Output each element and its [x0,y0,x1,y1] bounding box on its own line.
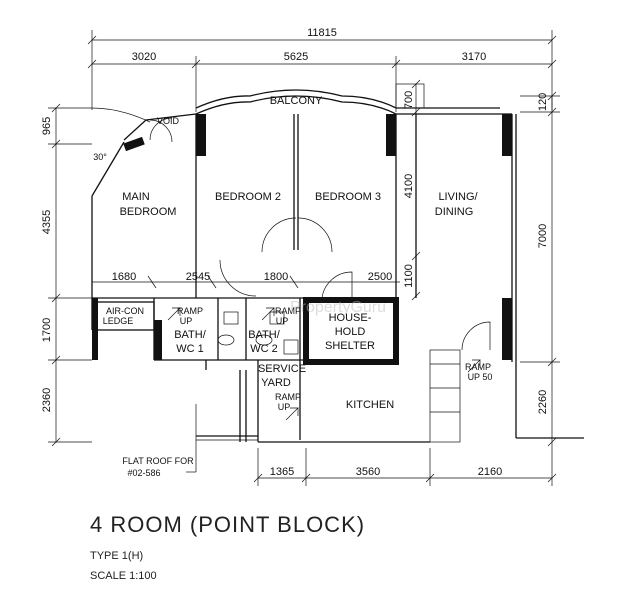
dim-left-4: 2360 [41,388,53,412]
dim-top-total: 11815 [307,27,337,39]
balcony-label: BALCONY [270,95,323,107]
kitchen-label: KITCHEN [346,399,394,411]
angle-label: 30° [93,152,107,162]
shelter-label-3: SHELTER [325,340,375,352]
main-bedroom-label-2: BEDROOM [120,206,177,218]
plan-type: TYPE 1(H) [90,550,144,562]
shelter-label-2: HOLD [335,326,366,338]
dim-left-3: 1700 [41,318,53,342]
ramp1-label-2: UP [180,316,193,326]
dim-inner-4: 2500 [368,271,392,283]
dim-inner-1: 1680 [112,271,136,283]
ramp2-label-2: UP [276,316,289,326]
dim-right-2: 7000 [537,224,549,248]
flat-roof-label-1: FLAT ROOF FOR [122,456,194,466]
void-label: VOID [157,116,180,126]
dim-bottom-2: 3560 [356,466,380,478]
main-bedroom-label-1: MAIN [122,191,150,203]
bath-fixtures [217,311,299,355]
aircon-label-2: LEDGE [103,316,134,326]
dimension-labels: 11815 3020 5625 3170 965 4355 1700 2360 … [41,27,549,478]
bedroom2-label: BEDROOM 2 [215,191,281,203]
living-label-2: DINING [435,206,474,218]
dim-inner-v-2: 4100 [403,174,415,198]
ramp4-label-2: UP 50 [468,372,493,382]
dim-inner-v-1: 700 [403,91,415,109]
aircon-label-1: AIR-CON [106,306,144,316]
ramp3-label-2: UP [278,402,291,412]
service-yard-label-2: YARD [261,377,291,389]
shelter-label-1: HOUSE- [329,312,372,324]
dim-inner-v-3: 1100 [403,264,415,288]
dimension-lines [48,30,560,486]
living-label-1: LIVING/ [438,191,478,203]
dim-bottom-3: 2160 [478,466,502,478]
service-yard-label-1: SERVICE [258,363,306,375]
bedroom3-label: BEDROOM 3 [315,191,381,203]
bath1-label-1: BATH/ [174,329,207,341]
dim-inner-2: 2545 [186,271,210,283]
bath1-label-2: WC 1 [176,343,204,355]
dim-top-seg-3: 3170 [462,51,486,63]
ramp2-label-1: RAMP [275,306,301,316]
dim-top-seg-1: 3020 [132,51,156,63]
ramp4-label-1: RAMP [465,362,491,372]
ramp-arrows [167,307,481,421]
bath2-label-2: WC 2 [250,343,278,355]
door-swings [149,117,491,351]
watermark: PropertyGuru [290,299,386,316]
bath2-label-1: BATH/ [248,329,281,341]
plan-scale: SCALE 1:100 [90,570,157,582]
dim-left-2: 4355 [41,210,53,234]
dim-top-seg-2: 5625 [284,51,308,63]
structural-columns [92,114,512,360]
room-labels: BALCONY VOID 30° MAIN BEDROOM BEDROOM 2 … [93,95,492,478]
dim-right-1: 120 [537,93,549,111]
dim-right-3: 2260 [537,390,549,414]
ramp1-label-1: RAMP [177,306,203,316]
dim-bottom-1: 1365 [270,466,294,478]
ramp3-label-1: RAMP [275,392,301,402]
plan-title: 4 ROOM (POINT BLOCK) [90,512,366,537]
flat-roof-label-2: #02-586 [127,468,160,478]
walls [91,83,584,443]
dim-left-1: 965 [41,117,53,135]
dim-inner-3: 1800 [264,271,288,283]
